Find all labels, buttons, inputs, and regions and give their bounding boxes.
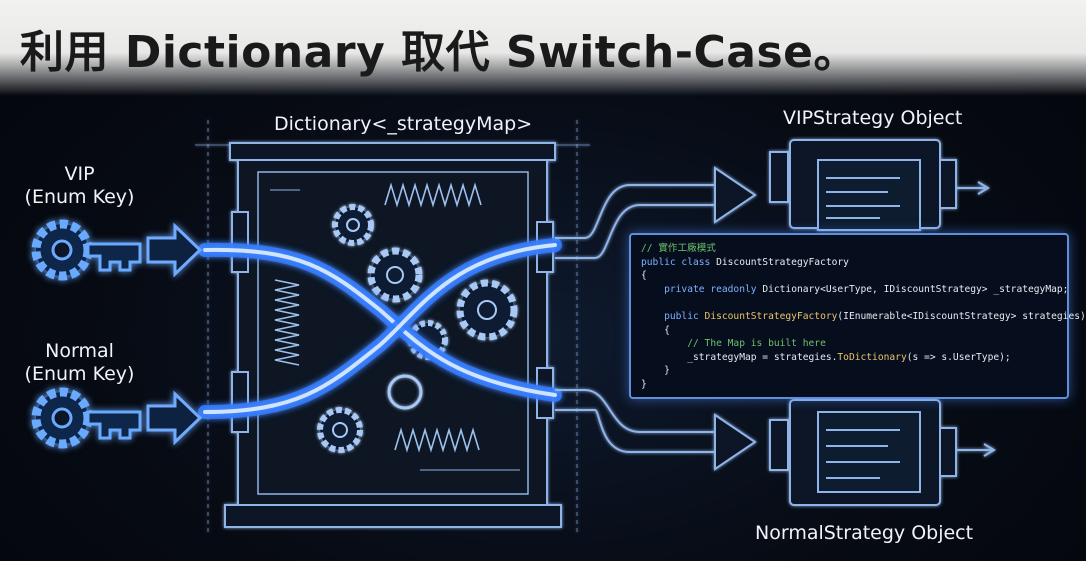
code-token: ToDictionary xyxy=(837,351,907,363)
code-line: // The Map is built here xyxy=(641,337,1057,351)
code-panel: // 實作工廠模式 public class DiscountStrategyFa… xyxy=(629,233,1086,399)
code-line: } xyxy=(641,364,1057,378)
code-token: // 實作工廠模式 xyxy=(641,243,716,254)
code-body: // 實作工廠模式 public class DiscountStrategyFa… xyxy=(641,242,1086,392)
code-token: Dictionary<UserType, IDiscountStrategy> … xyxy=(762,283,1069,295)
code-token: { xyxy=(664,324,670,336)
output-pipes xyxy=(555,166,757,471)
arrow-right-icon xyxy=(146,222,203,446)
normal-strategy-box xyxy=(769,399,996,506)
normal-key-icon xyxy=(31,387,142,449)
code-token: } xyxy=(664,365,670,377)
page-title: 利用 Dictionary 取代 Switch-Case。 xyxy=(20,27,859,78)
dictionary-map-label: Dictionary<_strategyMap> xyxy=(274,113,533,135)
normal-key-label: Normal (Enum Key) xyxy=(22,340,137,386)
normal-key-name: Normal xyxy=(45,340,114,362)
code-token: DiscountStrategyFactory xyxy=(716,256,849,268)
vip-strategy-label: VIPStrategy Object xyxy=(783,107,963,129)
code-line: _strategyMap = strategies.ToDictionary(s… xyxy=(641,351,1057,365)
code-token: public class xyxy=(641,256,717,268)
vip-key-name: VIP xyxy=(64,163,95,185)
vip-strategy-box xyxy=(769,139,990,231)
code-token: } xyxy=(641,378,647,390)
code-line: private readonly Dictionary<UserType, ID… xyxy=(641,283,1068,297)
code-line xyxy=(641,296,1057,310)
code-line: public DiscountStrategyFactory(IEnumerab… xyxy=(641,310,1086,324)
header-band xyxy=(0,0,1086,96)
code-token: (s => s.UserType); xyxy=(906,351,1011,363)
normal-strategy-label: NormalStrategy Object xyxy=(755,522,974,544)
code-line: // 實作工廠模式 xyxy=(641,242,1057,256)
code-token: (IEnumerable<IDiscountStrategy> strategi… xyxy=(837,310,1086,322)
code-line: { xyxy=(641,269,1057,283)
code-token: // The Map is built here xyxy=(687,338,826,350)
code-token: public xyxy=(664,310,705,322)
code-token: { xyxy=(641,270,647,282)
spring-icon xyxy=(274,182,482,453)
vip-key-type: (Enum Key) xyxy=(24,186,135,208)
code-line: } xyxy=(641,378,1057,392)
code-line: { xyxy=(641,324,1057,338)
vip-key-icon xyxy=(31,219,142,281)
routing-pipes xyxy=(198,238,562,419)
code-token: DiscountStrategyFactory xyxy=(704,310,838,322)
normal-key-type: (Enum Key) xyxy=(24,363,135,385)
code-token: _strategyMap = strategies. xyxy=(687,351,838,363)
code-line: public class DiscountStrategyFactory xyxy=(641,256,1057,270)
vip-key-label: VIP (Enum Key) xyxy=(22,163,137,209)
code-token: private readonly xyxy=(664,283,763,295)
